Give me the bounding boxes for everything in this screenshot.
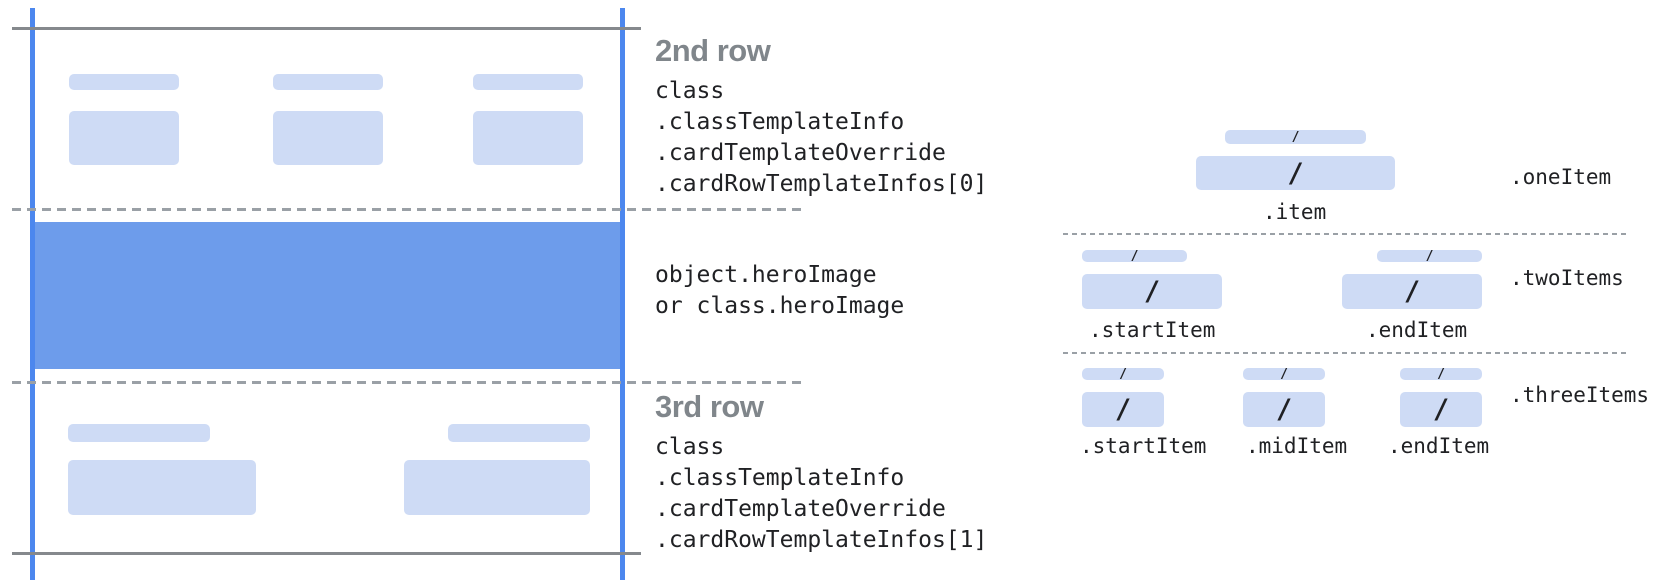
one-item-group-label: .oneItem bbox=[1510, 165, 1612, 189]
row2-code-line: class bbox=[655, 78, 725, 104]
row2-code-line: .cardRowTemplateInfos[0] bbox=[655, 171, 988, 197]
row2-col2-value-placeholder bbox=[273, 111, 383, 165]
row2-col1-label-placeholder bbox=[69, 74, 179, 90]
hero-code-line: object.heroImage bbox=[655, 262, 877, 288]
row3-heading: 3rd row bbox=[655, 389, 764, 424]
three-items-start-value-placeholder: / bbox=[1082, 392, 1164, 427]
three-items-start-label-placeholder: / bbox=[1082, 366, 1164, 382]
slash-glyph: / bbox=[1275, 394, 1293, 425]
row2-heading: 2nd row bbox=[655, 33, 771, 68]
row3-col2-label-placeholder bbox=[448, 424, 590, 442]
row2-col1-value-placeholder bbox=[69, 111, 179, 165]
row2-col3-value-placeholder bbox=[473, 111, 583, 165]
row3-code-line: .classTemplateInfo bbox=[655, 465, 905, 491]
row3-code-block: class .classTemplateInfo .cardTemplateOv… bbox=[655, 432, 987, 556]
hero-code-block: object.heroImage or class.heroImage bbox=[655, 260, 904, 322]
one-item-label-placeholder: / bbox=[1225, 130, 1366, 144]
row2-code-block: class .classTemplateInfo .cardTemplateOv… bbox=[655, 76, 987, 200]
slash-glyph: / bbox=[1143, 276, 1161, 307]
slash-glyph: / bbox=[1130, 248, 1139, 264]
one-two-dashed-separator bbox=[1063, 233, 1630, 235]
row2-code-line: .classTemplateInfo bbox=[655, 109, 905, 135]
slash-glyph: / bbox=[1280, 366, 1288, 382]
row3-col1-label-placeholder bbox=[68, 424, 210, 442]
row2-hero-dashed-separator bbox=[12, 208, 802, 211]
slash-glyph: / bbox=[1437, 366, 1445, 382]
three-items-end-value-placeholder: / bbox=[1400, 392, 1482, 427]
row2-col3-label-placeholder bbox=[473, 74, 583, 90]
two-items-start-value-placeholder: / bbox=[1082, 274, 1222, 309]
row2-col2-label-placeholder bbox=[273, 74, 383, 90]
two-three-dashed-separator bbox=[1063, 352, 1630, 354]
card-right-guide-line bbox=[620, 8, 625, 580]
row3-code-line: .cardTemplateOverride bbox=[655, 496, 946, 522]
two-items-end-label-placeholder: / bbox=[1377, 248, 1482, 264]
row3-code-line: .cardRowTemplateInfos[1] bbox=[655, 527, 988, 553]
three-items-mid-value-placeholder: / bbox=[1243, 392, 1325, 427]
three-items-mid-label-placeholder: / bbox=[1243, 366, 1325, 382]
hero-image-block bbox=[35, 222, 620, 369]
card-bottom-guide-line bbox=[12, 552, 641, 555]
slash-glyph: / bbox=[1119, 366, 1127, 382]
slash-glyph: / bbox=[1432, 394, 1450, 425]
two-items-start-label-placeholder: / bbox=[1082, 248, 1187, 264]
row3-code-line: class bbox=[655, 434, 725, 460]
slash-glyph: / bbox=[1403, 276, 1421, 307]
slash-glyph: / bbox=[1425, 248, 1434, 264]
three-items-mid-label: .midItem bbox=[1246, 434, 1348, 458]
card-top-guide-line bbox=[12, 27, 641, 30]
three-items-end-label: .endItem bbox=[1388, 434, 1490, 458]
row3-col1-value-placeholder bbox=[68, 460, 256, 515]
one-item-item-label: .item bbox=[1263, 200, 1327, 224]
two-items-end-label: .endItem bbox=[1366, 318, 1468, 342]
card-left-guide-line bbox=[30, 8, 35, 580]
row2-code-line: .cardTemplateOverride bbox=[655, 140, 946, 166]
slash-glyph: / bbox=[1291, 129, 1300, 145]
one-item-value-placeholder: / bbox=[1196, 156, 1395, 190]
three-items-group-label: .threeItems bbox=[1510, 383, 1650, 407]
hero-code-line: or class.heroImage bbox=[655, 293, 905, 319]
two-items-group-label: .twoItems bbox=[1510, 266, 1624, 290]
three-items-end-label-placeholder: / bbox=[1400, 366, 1482, 382]
hero-row3-dashed-separator bbox=[12, 381, 802, 384]
three-items-start-label: .startItem bbox=[1080, 434, 1207, 458]
slash-glyph: / bbox=[1287, 157, 1304, 189]
slash-glyph: / bbox=[1114, 394, 1132, 425]
row3-col2-value-placeholder bbox=[404, 460, 590, 515]
two-items-end-value-placeholder: / bbox=[1342, 274, 1482, 309]
two-items-start-label: .startItem bbox=[1089, 318, 1216, 342]
